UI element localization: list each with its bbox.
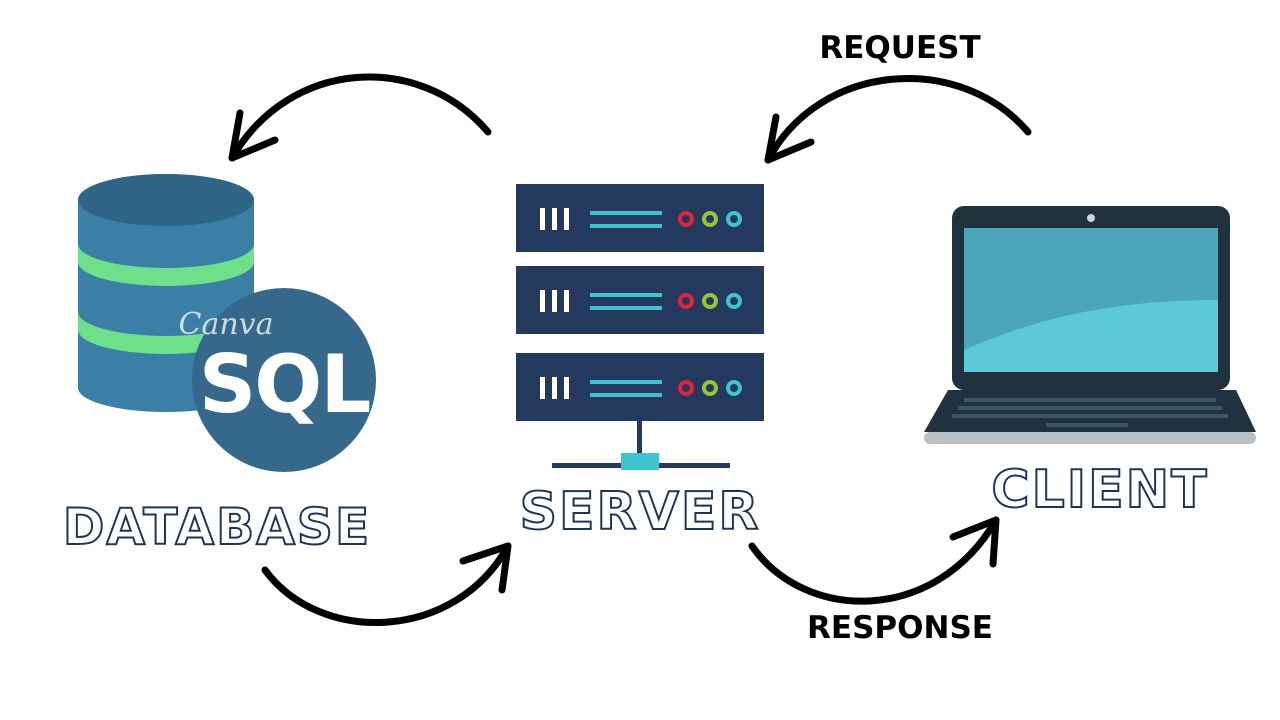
arrow-database-to-server (261, 542, 512, 626)
sql-badge-text: SQL (199, 338, 370, 431)
sql-badge-circle (192, 288, 376, 472)
webcam-icon (1087, 214, 1095, 222)
led-cyan-icon (726, 380, 742, 396)
database-label: DATABASE (62, 497, 372, 557)
client-label: CLIENT (990, 459, 1209, 521)
led-cyan-icon (726, 211, 742, 227)
sql-badge: SQL Canva (179, 288, 376, 472)
led-red-icon (678, 211, 694, 227)
led-red-icon (678, 380, 694, 396)
led-cyan-icon (726, 293, 742, 309)
laptop-keyboard (952, 398, 1228, 427)
server-unit-1 (516, 184, 764, 252)
led-green-icon (702, 211, 718, 227)
network-connector-icon (552, 421, 730, 470)
laptop-icon (924, 206, 1256, 444)
arrow-server-to-database (228, 73, 492, 162)
led-green-icon (702, 380, 718, 396)
server-label: SERVER (519, 481, 761, 543)
response-label: RESPONSE (807, 610, 993, 646)
server-unit-3 (516, 353, 764, 421)
request-label: REQUEST (819, 30, 981, 66)
canva-watermark: Canva (179, 307, 274, 342)
led-red-icon (678, 293, 694, 309)
arrow-request (764, 75, 1032, 164)
led-green-icon (702, 293, 718, 309)
server-unit-2 (516, 266, 764, 334)
arrow-response (748, 516, 1000, 605)
server-icon (516, 184, 764, 470)
